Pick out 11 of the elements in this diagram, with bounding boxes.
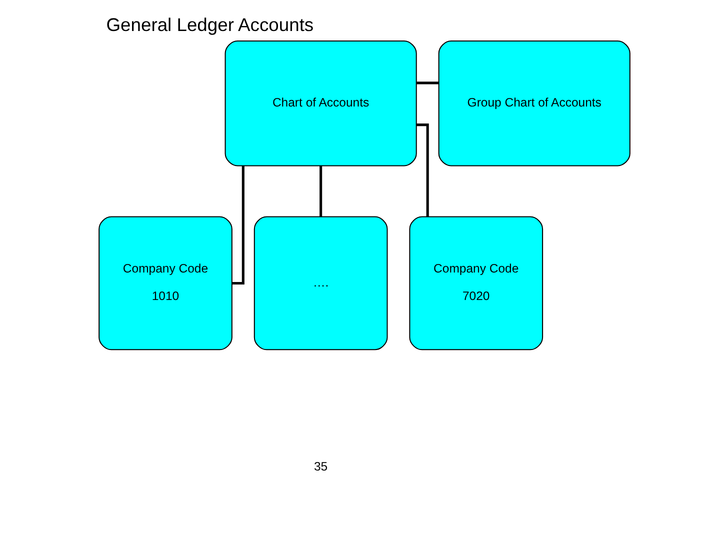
connector xyxy=(416,124,428,217)
node-box: Chart of Accounts xyxy=(224,40,416,166)
connector xyxy=(416,82,438,84)
node-box: Group Chart of Accounts xyxy=(438,40,630,166)
diagram-title: General Ledger Accounts xyxy=(106,14,314,36)
node-box: Company Code 1010 xyxy=(98,216,232,350)
label: 35 xyxy=(314,459,328,474)
connector xyxy=(232,166,244,284)
node-box: …. xyxy=(253,216,388,350)
connector xyxy=(319,166,322,217)
node-box: Company Code 7020 xyxy=(408,216,543,350)
